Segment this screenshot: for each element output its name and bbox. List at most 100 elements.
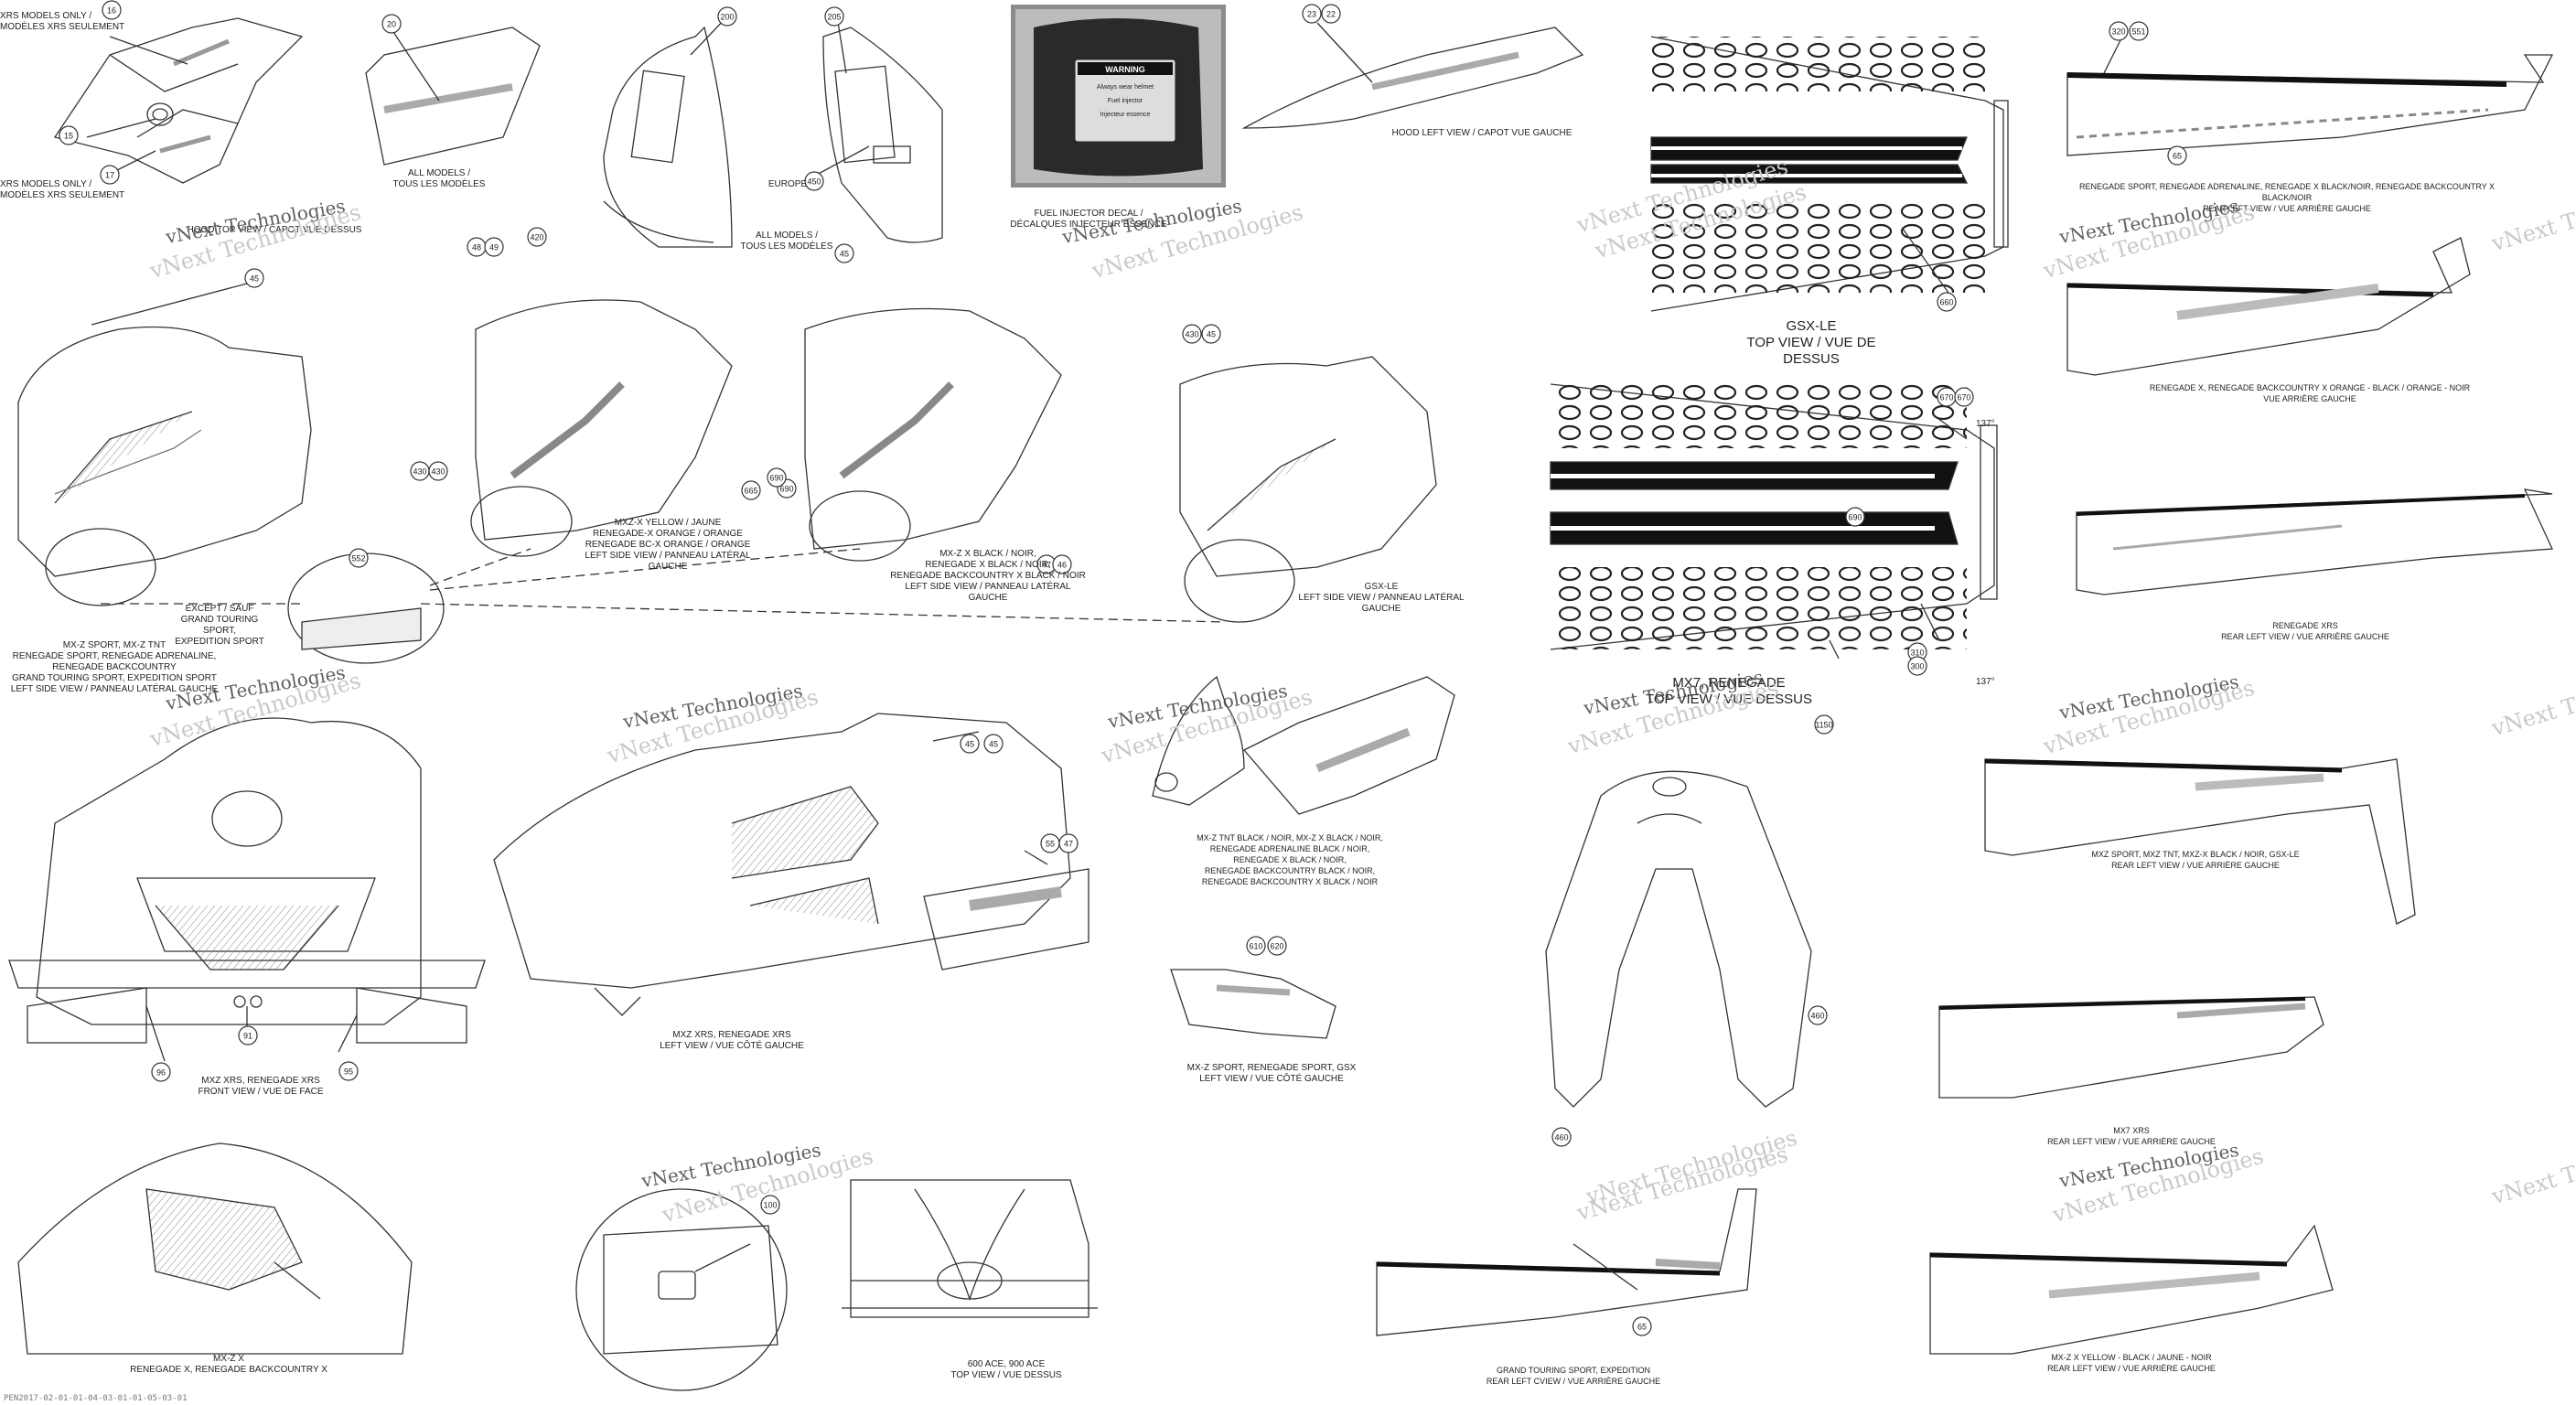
- svg-text:15: 15: [64, 132, 73, 141]
- callout-620: 620: [1267, 936, 1287, 956]
- svg-text:45: 45: [1207, 330, 1216, 339]
- angle-mark-bottom: 137°: [1976, 677, 1995, 687]
- side-panel-gsx: [1179, 356, 1437, 623]
- callout-551: 551: [2129, 21, 2149, 41]
- rear-view-2: [2066, 237, 2471, 376]
- caption-mx7-title: MX7, RENEGADE: [1672, 675, 1786, 691]
- caption-gsx-le-title: GSX-LE: [1786, 318, 1837, 334]
- caption-mxz-tnt: MX-Z TNT BLACK / NOIR, MX-Z X BLACK / NO…: [1197, 833, 1383, 886]
- svg-text:16: 16: [107, 6, 116, 16]
- svg-text:95: 95: [344, 1067, 353, 1077]
- svg-text:430: 430: [413, 467, 426, 477]
- svg-text:49: 49: [489, 243, 499, 252]
- svg-text:20: 20: [387, 20, 396, 29]
- svg-text:45: 45: [965, 740, 974, 749]
- svg-text:47: 47: [1042, 561, 1051, 570]
- left-view-sled: [493, 713, 1089, 1016]
- svg-text:45: 45: [840, 250, 849, 259]
- caption-except: EXCEPT / SAUF GRAND TOURING SPORT, EXPED…: [175, 604, 264, 647]
- svg-text:420: 420: [530, 233, 543, 242]
- caption-rear-2: RENEGADE X, RENEGADE BACKCOUNTRY X ORANG…: [2149, 383, 2471, 403]
- svg-text:620: 620: [1270, 942, 1283, 951]
- callout-55: 55: [1040, 833, 1060, 853]
- callout-610: 610: [1246, 936, 1266, 956]
- side-panel-2: [470, 299, 733, 557]
- svg-text:91: 91: [243, 1032, 252, 1041]
- angle-mark-top: 137°: [1976, 419, 1995, 429]
- detail-552: [101, 548, 1227, 664]
- footer-code: PEN2017-02-01-01-04-03-01-01-05-03-01: [4, 1394, 188, 1403]
- svg-text:660: 660: [1939, 298, 1953, 307]
- callout-1150: 1150: [1814, 714, 1834, 735]
- detail-100: [575, 1188, 788, 1391]
- svg-text:205: 205: [827, 13, 841, 22]
- rear-view-3: [2076, 488, 2553, 595]
- rear-view-grand-touring: [1376, 1188, 1757, 1336]
- callout-47: 47: [1058, 833, 1079, 853]
- callout-420: 420: [527, 227, 547, 247]
- svg-text:55: 55: [1046, 840, 1055, 849]
- ace-top-view: [842, 1179, 1098, 1318]
- callout-20: 20: [381, 14, 402, 34]
- warning-line-2: Fuel injector: [1108, 98, 1143, 104]
- caption-mxz-x-bottom: MX-Z X RENEGADE X, RENEGADE BACKCOUNTRY …: [130, 1354, 327, 1375]
- svg-text:430: 430: [431, 467, 445, 477]
- caption-mxz-yellow: MXZ-X YELLOW / JAUNE RENEGADE-X ORANGE /…: [585, 518, 751, 572]
- svg-text:670: 670: [1957, 393, 1970, 402]
- svg-text:46: 46: [1057, 561, 1067, 570]
- callout-45: 45: [960, 734, 980, 754]
- caption-all-models-1: ALL MODELS / TOUS LES MODÈLES: [392, 168, 486, 189]
- callout-65: 65: [2167, 145, 2187, 166]
- svg-text:200: 200: [720, 13, 734, 22]
- callout-45: 45: [834, 243, 854, 263]
- callout-690: 690: [1845, 507, 1865, 527]
- callout-690: 690: [767, 467, 787, 488]
- callout-205: 205: [824, 6, 844, 27]
- callout-17: 17: [100, 165, 120, 185]
- caption-xrs-only-bottom: XRS MODELS ONLY / MODÈLES XRS SEULEMENT: [0, 179, 125, 200]
- callout-430: 430: [1182, 324, 1202, 344]
- callout-23: 23: [1302, 4, 1322, 24]
- caption-gsx-side: GSX-LE LEFT SIDE VIEW / PANNEAU LATÉRAL …: [1298, 582, 1465, 614]
- callout-65: 65: [1632, 1316, 1652, 1336]
- svg-text:320: 320: [2111, 27, 2125, 37]
- callout-49: 49: [484, 237, 504, 257]
- svg-text:690: 690: [769, 474, 783, 483]
- caption-rear-5: MX7 XRS REAR LEFT VIEW / VUE ARRIÈRE GAU…: [2047, 1126, 2216, 1146]
- side-panel-1: [17, 283, 312, 606]
- warning-line-1: Always wear helmet: [1097, 84, 1154, 91]
- svg-text:1150: 1150: [1815, 721, 1832, 730]
- hood-left-view-3: [1170, 969, 1336, 1039]
- callout-45: 45: [1201, 324, 1221, 344]
- svg-text:45: 45: [989, 740, 998, 749]
- svg-text:310: 310: [1910, 649, 1924, 658]
- caption-europe: EUROPE: [767, 179, 808, 189]
- caption-all-models-2: ALL MODELS / TOUS LES MODÈLES: [740, 231, 833, 252]
- callout-96: 96: [151, 1062, 171, 1082]
- svg-text:551: 551: [2131, 27, 2145, 37]
- callout-430: 430: [428, 461, 448, 481]
- svg-text:96: 96: [156, 1068, 166, 1078]
- caption-mx7-sub: TOP VIEW / VUE DESSUS: [1646, 692, 1812, 707]
- caption-hood-top-view: HOOD TOP VIEW / CAPOT VUE DESSUS: [187, 225, 362, 235]
- callout-460: 460: [1551, 1127, 1572, 1147]
- warning-line-3: Injecteur essence: [1100, 112, 1151, 118]
- svg-text:17: 17: [105, 171, 114, 180]
- svg-text:100: 100: [763, 1201, 777, 1210]
- svg-text:22: 22: [1326, 10, 1336, 19]
- callout-200: 200: [717, 6, 737, 27]
- svg-text:460: 460: [1810, 1012, 1824, 1021]
- callout-670: 670: [1954, 387, 1974, 407]
- hood-part-200: [603, 16, 733, 248]
- caption-rear-6: MX-Z X YELLOW - BLACK / JAUNE - NOIR REA…: [2047, 1353, 2216, 1373]
- tunnel-top-view: [1545, 770, 1812, 1108]
- callout-15: 15: [59, 125, 79, 145]
- svg-text:45: 45: [250, 274, 259, 284]
- rear-view-6: [1929, 1224, 2334, 1355]
- svg-text:430: 430: [1185, 330, 1198, 339]
- caption-fuel-injector: FUEL INJECTOR DECAL / DÉCALQUES INJECTEU…: [1010, 209, 1167, 230]
- callout-45: 45: [244, 268, 264, 288]
- rear-view-5: [1938, 996, 2324, 1099]
- callout-100: 100: [760, 1195, 780, 1215]
- caption-mxz-black: MX-Z X BLACK / NOIR, RENEGADE X BLACK / …: [890, 549, 1086, 603]
